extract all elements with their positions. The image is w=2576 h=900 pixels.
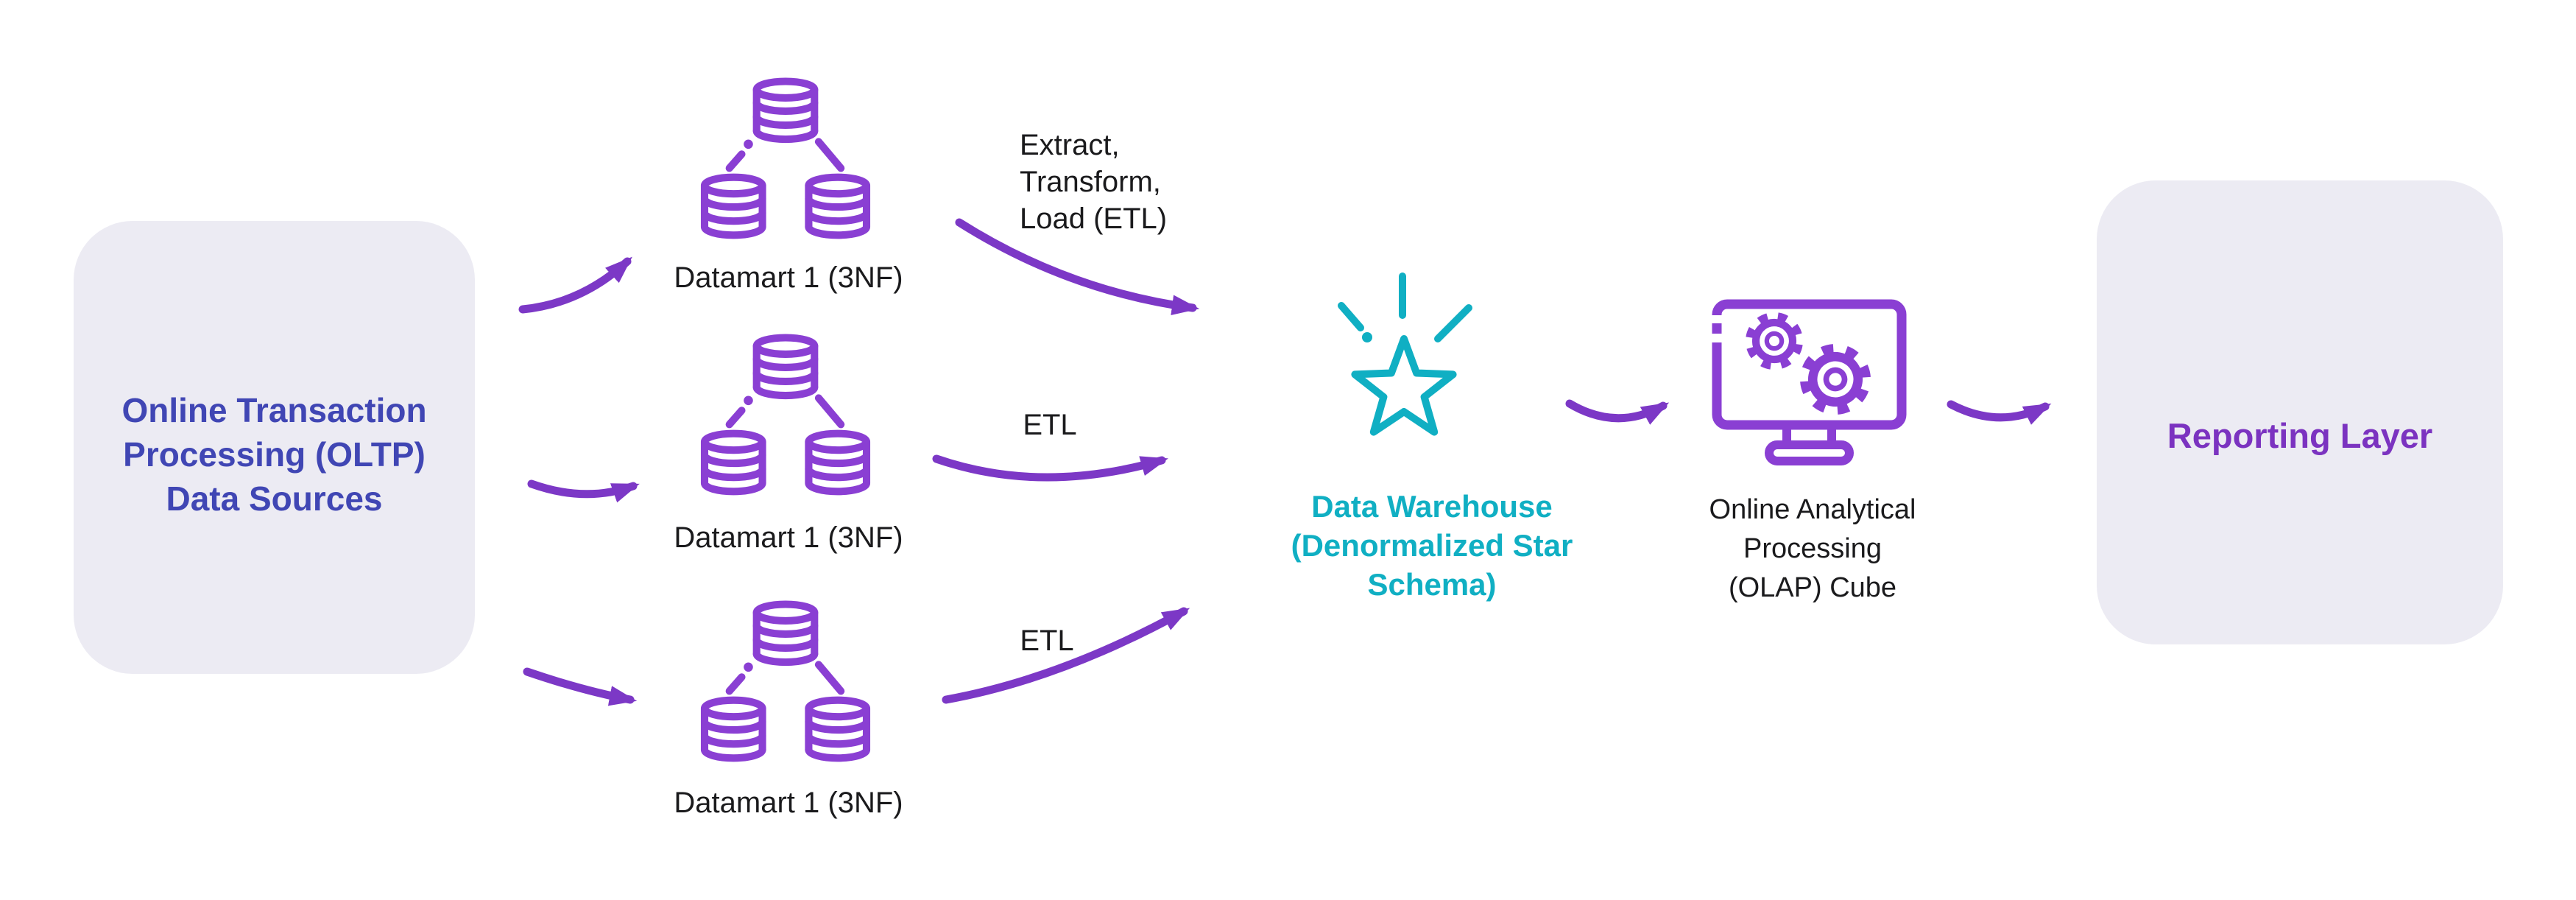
- arrow-warehouse-to-olap: [1565, 399, 1670, 425]
- arrow-etl-datamart-3-to-warehouse: [942, 607, 1190, 704]
- olap-cube-label: Online Analytical Processing (OLAP) Cube: [1709, 494, 1916, 603]
- datamart-3-database-tree-icon: [705, 604, 867, 760]
- datamart-1-label: Datamart 1 (3NF): [674, 261, 903, 294]
- datamart-1-database-tree-icon: [705, 81, 867, 237]
- arrow-oltp-to-datamart-3: [523, 667, 638, 706]
- datamart-2-database-tree-icon: [705, 337, 867, 493]
- datamart-3-label: Datamart 1 (3NF): [674, 787, 903, 819]
- arrow-etl-datamart-2-to-warehouse: [932, 454, 1168, 482]
- datamart-2-label: Datamart 1 (3NF): [674, 521, 903, 554]
- arrow-etl-datamart-1-to-warehouse: [955, 218, 1200, 315]
- etl-label-top: Extract, Transform, Load (ETL): [1020, 129, 1168, 235]
- arrow-oltp-to-datamart-2: [527, 479, 640, 503]
- oltp-data-sources-box: Online Transaction Processing (OLTP) Dat…: [74, 221, 475, 674]
- oltp-box-title: Online Transaction Processing (OLTP) Dat…: [121, 390, 427, 518]
- monitor-gears-icon: [1710, 291, 1907, 465]
- data-warehouse-title: Data Warehouse (Denormalized Star Schema…: [1291, 489, 1573, 602]
- reporting-layer-title: Reporting Layer: [2167, 416, 2433, 455]
- etl-label-bottom: ETL: [1020, 625, 1074, 657]
- etl-label-middle: ETL: [1023, 409, 1077, 441]
- arrow-olap-to-reporting: [1947, 400, 2052, 425]
- arrow-oltp-to-datamart-1: [518, 256, 632, 314]
- sparkle-star-icon: [1338, 273, 1472, 436]
- reporting-layer-box: Reporting Layer: [2097, 180, 2503, 644]
